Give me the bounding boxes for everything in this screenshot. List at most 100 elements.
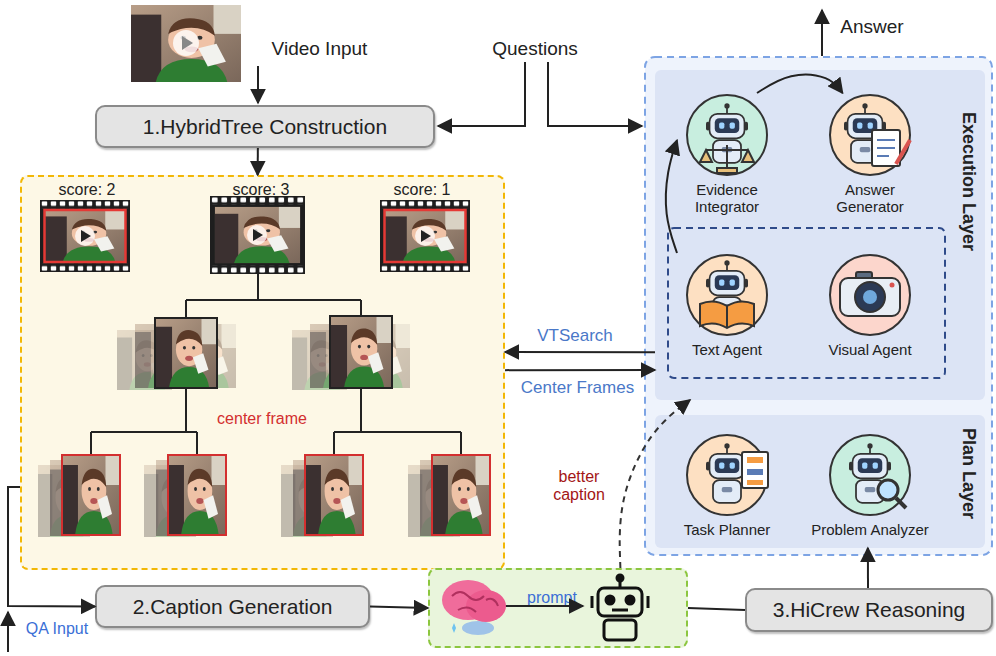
- illustration-part: [877, 139, 895, 141]
- illustration-part: [247, 225, 267, 245]
- node-text: score: 2: [42, 181, 132, 199]
- brain-icon: [442, 580, 506, 635]
- video-thumbnail: [131, 5, 241, 82]
- illustration-part: [62, 455, 120, 535]
- film-strips: [40, 196, 470, 274]
- illustration-part: [452, 592, 498, 612]
- illustration-part: [75, 226, 95, 246]
- agent-node: Visual Agent: [815, 253, 925, 365]
- illustration-part: [135, 324, 193, 388]
- illustration-part: [591, 596, 594, 608]
- illustration-part: [156, 460, 211, 536]
- connector-arrow: [505, 369, 655, 371]
- illustration-part: [877, 147, 895, 149]
- illustration-part: [505, 605, 583, 607]
- node-text: Text Agent: [677, 341, 777, 358]
- illustration-part: [210, 196, 305, 274]
- frame-cluster: [281, 455, 363, 537]
- edge-label: Center Frames: [505, 378, 650, 398]
- illustration-part: [305, 455, 363, 535]
- frame-cluster: [408, 455, 490, 537]
- agent-node: Text Agent: [677, 253, 777, 365]
- illustration-part: [747, 480, 763, 485]
- agent-node: Task Planner: [662, 433, 792, 545]
- illustration-part: [40, 200, 130, 272]
- node-text: 2.Caption Generation: [133, 595, 333, 619]
- connector-arrow: [867, 548, 869, 588]
- robot-icon: [706, 443, 748, 503]
- illustration-part: [81, 230, 91, 242]
- illustration-part: [62, 455, 120, 535]
- illustration-part: [178, 324, 236, 388]
- node-text: Answer Generator: [815, 181, 925, 216]
- frame-cluster: [38, 455, 120, 537]
- illustration-part: [872, 130, 900, 166]
- connector-arrow: [505, 351, 655, 353]
- node-text: Problem Analyzer: [800, 521, 940, 538]
- illustration-part: [821, 10, 823, 56]
- illustration-part: [617, 575, 623, 581]
- notepad-icon: [872, 130, 910, 166]
- illustration-part: [626, 596, 634, 604]
- robot-icon: [849, 443, 891, 503]
- illustration-part: [352, 324, 410, 388]
- connector-arrow: [257, 148, 259, 175]
- frame-cluster: [117, 318, 236, 390]
- illustration-part: [452, 623, 456, 633]
- illustration-part: [168, 455, 226, 535]
- illustration-part: [619, 580, 622, 588]
- illustration-part: [91, 388, 197, 455]
- book-icon: [700, 301, 754, 328]
- node-text: score: 1: [377, 181, 467, 199]
- connector-arrow: [666, 140, 677, 253]
- agent-circle: [687, 95, 767, 175]
- node-text: center frame: [197, 410, 327, 428]
- connector-arrow: [620, 400, 690, 568]
- illustration-part: [310, 324, 368, 388]
- illustration-part: [466, 590, 506, 622]
- illustration-part: [442, 580, 494, 620]
- process-box: 2.Caption Generation: [95, 585, 370, 628]
- process-box: 1.HybridTree Construction: [95, 105, 435, 148]
- illustration-part: [168, 455, 226, 535]
- layer-band: Plan Layer Task PlannerProblem Analyzer: [655, 415, 985, 548]
- illustration-part: [281, 465, 333, 537]
- illustration-part: [182, 36, 193, 50]
- illustration-part: [896, 140, 910, 164]
- agent-circle: [830, 255, 910, 335]
- illustration-part: [155, 318, 217, 388]
- robot-icon: [706, 260, 748, 320]
- illustration-part: [385, 210, 466, 262]
- node-text: prompt: [520, 589, 584, 607]
- illustration-part: [330, 316, 392, 388]
- illustration-part: [726, 306, 728, 328]
- agent-circle: [830, 95, 910, 175]
- illustration-part: [292, 330, 347, 390]
- magnifier-icon: [878, 480, 906, 508]
- node-text: Plan Layer: [958, 428, 979, 519]
- camera-icon: [840, 272, 900, 316]
- text-label: QA Input: [12, 620, 102, 638]
- illustration-part: [45, 210, 126, 262]
- illustration-part: [598, 588, 642, 616]
- illustration-part: [747, 469, 763, 475]
- edge-label: VTSearch: [515, 326, 635, 346]
- illustration-part: [747, 457, 763, 463]
- agent-circle: [687, 255, 767, 335]
- illustration-part: [293, 460, 348, 536]
- connector-arrow: [370, 607, 428, 609]
- node-text: 1.HybridTree Construction: [143, 115, 387, 139]
- illustration-part: [890, 283, 895, 288]
- illustration-part: [305, 455, 363, 535]
- robot-icon: [844, 103, 886, 163]
- prompt-panel: prompt: [428, 568, 688, 648]
- process-box: 3.HiCrew Reasoning: [745, 588, 993, 632]
- connector-arrow: [688, 608, 745, 610]
- illustration-part: [131, 5, 241, 82]
- illustration-part: [612, 609, 628, 612]
- illustration-part: [415, 226, 435, 246]
- illustration-part: [421, 230, 431, 242]
- illustration-part: [144, 465, 196, 537]
